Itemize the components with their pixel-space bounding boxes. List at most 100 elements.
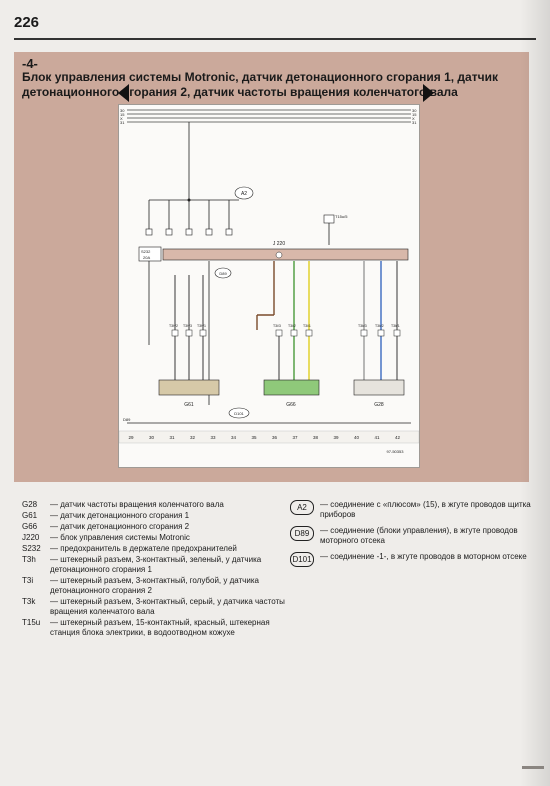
legend-desc: — штекерный разъем, 3-контактный, серый,… <box>50 597 285 616</box>
ecu-j220-box <box>162 248 409 261</box>
nav-right-arrow-icon[interactable] <box>423 84 434 102</box>
legend-code: T15u <box>22 618 41 627</box>
plug-label: T3k/1 <box>391 324 400 328</box>
section-number: -4- <box>22 56 38 71</box>
plug-icon <box>199 329 207 337</box>
d101-connector-icon <box>228 407 250 419</box>
rail-label: 31 <box>120 120 125 125</box>
column-number: 39 <box>333 435 339 440</box>
legend-desc: — датчик детонационного сгорания 2 <box>50 522 190 531</box>
column-number: 35 <box>251 435 257 440</box>
nav-left-arrow-icon[interactable] <box>118 84 129 102</box>
fuse-box <box>205 228 213 236</box>
plug-label: T3k/2 <box>375 324 384 328</box>
t15-connector-icon <box>323 214 335 224</box>
plug-label: T3i/1 <box>303 324 311 328</box>
g28-label: G28 <box>374 402 384 408</box>
connection-item: D89 — соединение (блоки управления), в жг… <box>290 526 545 546</box>
legend-item: T15u— штекерный разъем, 15-контактный, к… <box>22 618 292 638</box>
page-number: 226 <box>14 14 40 31</box>
legend-item: S232 — предохранитель в держателе предохр… <box>22 544 292 554</box>
plug-label: T3h/3 <box>183 324 192 328</box>
column-number: 36 <box>272 435 278 440</box>
g61-sensor-box <box>158 379 220 396</box>
plug-label: T3h/2 <box>169 324 178 328</box>
legend-desc: — датчик частоты вращения коленчатого ва… <box>50 500 224 509</box>
legend-item: G61 — датчик детонационного сгорания 1 <box>22 511 292 521</box>
column-number: 37 <box>292 435 298 440</box>
rail-label: X <box>412 116 415 121</box>
legend-code: T3k <box>22 597 36 606</box>
corner-mark <box>522 766 544 769</box>
fuse-box <box>165 228 173 236</box>
ecu-label: J 220 <box>273 241 285 247</box>
diagram-code: 97-50353 <box>387 449 405 454</box>
rail-label: 15 <box>412 112 417 117</box>
fuse-s232-icon <box>138 246 162 262</box>
d89-connector-icon <box>214 267 232 279</box>
rail-label: 30 <box>120 108 125 113</box>
connection-badge: D101 <box>290 552 314 567</box>
legend-item: T3k — штекерный разъем, 3-контактный, сер… <box>22 597 292 617</box>
a2-label: A2 <box>241 191 247 197</box>
fuse-box <box>225 228 233 236</box>
rail-label: X <box>120 116 123 121</box>
ecu-mark-icon <box>275 251 283 259</box>
d89-line-label: D89 <box>123 417 131 422</box>
t15-label: T15u/5 <box>335 214 348 219</box>
legend-desc: — датчик детонационного сгорания 1 <box>50 511 190 520</box>
legend-desc: — блок управления системы Motronic <box>50 533 190 542</box>
connection-badge: D89 <box>290 526 314 541</box>
column-number: 33 <box>210 435 216 440</box>
legend-code: G28 <box>22 500 38 509</box>
legend-code: J220 <box>22 533 40 542</box>
connection-badge: A2 <box>290 500 314 515</box>
section-box: -4- Блок управления системы Motronic, да… <box>14 52 529 482</box>
fuse-box <box>145 228 153 236</box>
column-number: 42 <box>395 435 401 440</box>
rail-label: 30 <box>412 108 417 113</box>
legend-item: G66— датчик детонационного сгорания 2 <box>22 522 292 532</box>
g28-sensor-box <box>353 379 405 396</box>
connection-desc: — соединение -1-, в жгуте проводов в мот… <box>320 552 527 561</box>
plug-icon <box>275 329 283 337</box>
legend-code: S232 <box>22 544 41 553</box>
d101-connector-label: D101 <box>234 411 244 416</box>
plug-label: T3h/1 <box>197 324 206 328</box>
fuse-box <box>185 228 193 236</box>
column-number: 38 <box>313 435 319 440</box>
legend-item: T3h— штекерный разъем, 3-контактный, зел… <box>22 555 292 575</box>
connection-desc: — соединение (блоки управления), в жгуте… <box>320 526 518 545</box>
plug-icon <box>305 329 313 337</box>
plug-icon <box>290 329 298 337</box>
plug-icon <box>185 329 193 337</box>
legend-item: T3i — штекерный разъем, 3-контактный, гол… <box>22 576 292 596</box>
fuse-label: S232 <box>141 249 151 254</box>
legend-desc: — штекерный разъем, 3-контактный, голубо… <box>50 576 259 595</box>
plug-icon <box>393 329 401 337</box>
column-number: 30 <box>149 435 155 440</box>
rail-label: 31 <box>412 120 417 125</box>
g66-sensor-box <box>263 379 320 396</box>
legend-code: G61 <box>22 511 38 520</box>
connection-desc: — соединение с «плюсом» (15), в жгуте пр… <box>320 500 531 519</box>
legend-code: T3i <box>22 576 34 585</box>
legend-item: J220 — блок управления системы Motronic <box>22 533 292 543</box>
section-title: Блок управления системы Motronic, датчик… <box>22 70 498 99</box>
header-rule <box>14 38 536 40</box>
column-number: 29 <box>128 435 134 440</box>
column-number: 32 <box>190 435 196 440</box>
plug-label: T3k/3 <box>358 324 367 328</box>
legend-desc: — штекерный разъем, 3-контактный, зелены… <box>50 555 262 574</box>
connection-item: D101 — соединение -1-, в жгуте проводов в… <box>290 552 545 567</box>
column-number: 34 <box>231 435 237 440</box>
page-shadow <box>520 0 550 786</box>
plug-icon <box>171 329 179 337</box>
d89-connector-label: D89 <box>219 271 227 276</box>
plug-icon <box>360 329 368 337</box>
plug-icon <box>377 329 385 337</box>
plug-label: T3i/3 <box>273 324 281 328</box>
g61-label: G61 <box>184 402 194 408</box>
legend-desc: — предохранитель в держателе предохранит… <box>50 544 237 553</box>
